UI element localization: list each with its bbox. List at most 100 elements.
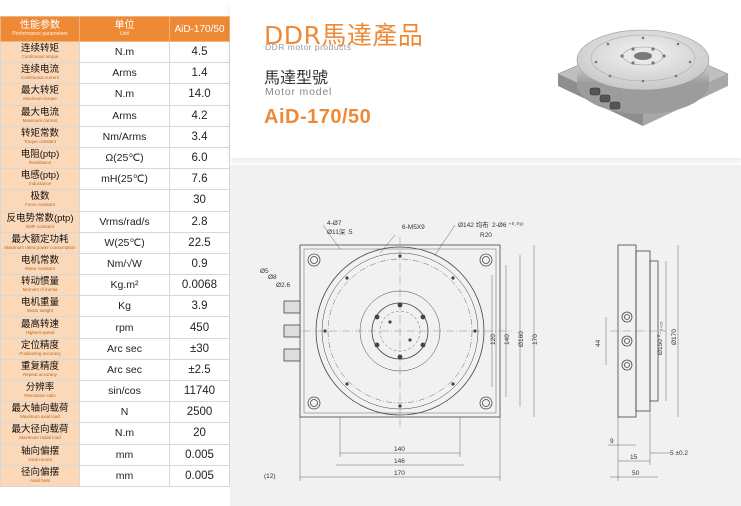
param-name-en: Maximum axial load	[20, 414, 60, 420]
param-name: 重复精度	[20, 360, 59, 372]
param-unit: Nm/√W	[79, 252, 170, 276]
label-angle: 2-Ø6 ⁺⁰·⁰¹²	[492, 221, 524, 229]
param-unit: sin/cos	[79, 379, 170, 403]
param-name: 最大径向载荷	[11, 424, 69, 436]
param-unit: W(25℃)	[79, 231, 170, 254]
param-value: 30	[169, 189, 230, 212]
param-value: 7.6	[169, 168, 230, 191]
label-side-170: Ø170	[671, 329, 678, 345]
param-name-en: Motor constant	[25, 265, 55, 271]
param-unit	[79, 189, 170, 212]
param-name-cell: 电阻(ptp)Resistance	[0, 146, 80, 170]
param-name: 最大转矩	[20, 85, 59, 97]
param-name-en: Repeat accuracy	[23, 371, 57, 377]
model-label-cn: 馬達型號	[264, 68, 329, 87]
param-value: 14.0	[169, 83, 230, 106]
header-param-label: 性能参数	[20, 20, 60, 31]
param-unit: mm	[79, 464, 170, 487]
param-name: 最大电流	[20, 106, 59, 118]
label-h140: 140	[394, 446, 405, 453]
param-name-en: Positioning accuracy	[19, 350, 61, 356]
header-unit-sub: Unit	[120, 31, 129, 37]
label-side-50: 50	[632, 470, 640, 477]
label-holes-a: 4-Ø7	[327, 220, 342, 227]
param-unit: N.m	[79, 83, 170, 106]
label-side-150: Ø150 ⁰₋₀.₀₂	[656, 321, 664, 355]
param-unit: Vrms/rad/s	[79, 210, 170, 233]
param-name: 连续转矩	[20, 43, 59, 55]
label-side-9: 9	[610, 438, 614, 445]
param-name: 最大轴向载荷	[11, 403, 69, 415]
param-unit: Kg.m²	[79, 274, 170, 297]
param-value: ±30	[169, 337, 230, 360]
label-holes-b: 6-M5X9	[402, 224, 425, 231]
param-value: ±2.5	[169, 358, 230, 382]
product-title: DDR馬達產品	[264, 21, 424, 50]
param-value: 2500	[169, 401, 230, 424]
param-name-en: Motor weight	[27, 308, 53, 314]
param-unit: N.m	[79, 422, 170, 445]
label-small-b: Ø8	[268, 274, 277, 281]
param-unit: mm	[79, 443, 170, 466]
label-small-a: Ø5	[260, 268, 269, 275]
param-name: 反电势常数(ptp)	[6, 212, 74, 224]
model-name: AiD-170/50	[264, 106, 372, 128]
label-small-c: Ø2.6	[276, 282, 290, 289]
param-name-en: Inductance	[28, 181, 52, 187]
param-name: 径向偏摆	[20, 466, 59, 478]
label-side-15: 15	[630, 454, 638, 461]
param-unit: N	[79, 401, 170, 424]
corner-hole-3	[307, 396, 321, 410]
param-unit: Arc sec	[79, 337, 170, 360]
param-name-en: EMF constant	[26, 223, 54, 229]
param-name: 最大额定功耗	[11, 233, 69, 245]
param-name: 电机重量	[20, 297, 59, 309]
label-side-5: 5 ±0.2	[670, 450, 688, 457]
model-label-en: Motor model	[265, 86, 333, 98]
param-name-en: Continuous current	[20, 75, 60, 81]
param-name-cell: 反电势常数(ptp)EMF constant	[0, 210, 80, 233]
param-value: 22.5	[169, 231, 230, 254]
header-model: AiD-170/50	[169, 16, 230, 42]
param-name-en: Maximum current	[22, 117, 58, 123]
corner-hole-4	[479, 396, 493, 410]
param-name-en: Maximum radial load	[19, 435, 61, 441]
param-name-en: Resistance	[28, 160, 52, 166]
param-value: 450	[169, 316, 230, 339]
param-unit: Arms	[79, 104, 170, 127]
header-unit: 单位 Unit	[79, 16, 170, 42]
param-value: 2.8	[169, 210, 230, 233]
param-name: 分辨率	[25, 382, 55, 394]
param-name-en: Axial runout	[28, 456, 52, 462]
param-name: 电机常数	[20, 254, 59, 266]
param-name-en: Maximum torque	[23, 96, 57, 102]
param-name: 轴向偏摆	[20, 445, 59, 457]
param-name: 连续电流	[20, 64, 59, 76]
param-name: 最高转速	[20, 318, 59, 330]
header-unit-label: 单位	[114, 20, 135, 31]
header-param: 性能参数 Performance parameters	[0, 16, 80, 42]
param-name-en: Maximum rated power consumption	[4, 244, 76, 250]
param-value: 4.5	[169, 40, 230, 64]
corner-hole-1	[307, 253, 321, 267]
table-header-row: 性能参数 Performance parameters 单位 Unit AiD-…	[0, 16, 230, 42]
